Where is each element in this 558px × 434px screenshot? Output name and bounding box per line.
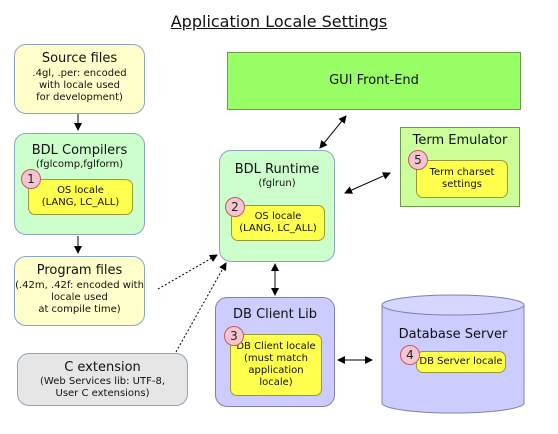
source-files-desc: .4gl, .per: encoded with locale used for… <box>32 68 127 103</box>
bdl-runtime-desc: (fglrun) <box>258 178 296 189</box>
db-server-locale: DB Server locale <box>416 351 506 373</box>
term-charset-settings: Term charset settings <box>416 160 508 198</box>
database-server-title: Database Server <box>398 327 508 342</box>
arrow-runtime-gui <box>319 115 347 149</box>
bdl-compilers-box: BDL Compilers (fglcomp,fglform) OS local… <box>14 133 145 235</box>
db-client-lib-title: DB Client Lib <box>233 307 317 322</box>
program-files-title: Program files <box>36 263 123 278</box>
page-title: Application Locale Settings <box>170 12 388 31</box>
bdl-compilers-desc: (fglcomp,fglform) <box>35 159 124 170</box>
bdl-runtime-box: BDL Runtime (fglrun) OS locale (LANG, LC… <box>219 150 335 262</box>
db-client-locale: DB Client locale (must match application… <box>230 334 322 396</box>
c-extension-desc: (Web Services lib: UTF-8, User C extensi… <box>39 376 165 399</box>
arrow-program-to-runtime <box>157 254 218 290</box>
program-files-box: Program files (.42m, .42f: encoded with … <box>14 256 145 326</box>
c-extension-title: C extension <box>64 360 141 375</box>
runtime-os-locale: OS locale (LANG, LC_ALL) <box>231 205 325 241</box>
badge-1-icon: 1 <box>21 169 41 189</box>
program-files-desc: (.42m, .42f: encoded with locale used at… <box>15 280 144 315</box>
term-emulator-title: Term Emulator <box>412 133 508 148</box>
bdl-compilers-title: BDL Compilers <box>31 143 128 158</box>
source-files-box: Source files .4gl, .per: encoded with lo… <box>14 44 145 114</box>
gui-frontend-box: GUI Front-End <box>227 52 521 110</box>
source-files-title: Source files <box>41 51 118 66</box>
db-client-lib-box: DB Client Lib DB Client locale (must mat… <box>215 297 335 407</box>
c-extension-box: C extension (Web Services lib: UTF-8, Us… <box>17 353 188 406</box>
arrow-cext-to-runtime <box>175 262 227 353</box>
badge-2-icon: 2 <box>225 197 245 217</box>
badge-3-icon: 3 <box>224 326 244 346</box>
database-server-box: Database Server DB Server locale 4 <box>382 318 524 398</box>
bdl-runtime-title: BDL Runtime <box>234 162 320 177</box>
arrow-runtime-term <box>344 172 391 194</box>
compiler-os-locale: OS locale (LANG, LC_ALL) <box>28 179 133 215</box>
badge-5-icon: 5 <box>408 150 428 170</box>
gui-frontend-title: GUI Front-End <box>329 73 419 88</box>
term-emulator-box: Term Emulator Term charset settings 5 <box>400 127 520 207</box>
badge-4-icon: 4 <box>400 345 420 365</box>
